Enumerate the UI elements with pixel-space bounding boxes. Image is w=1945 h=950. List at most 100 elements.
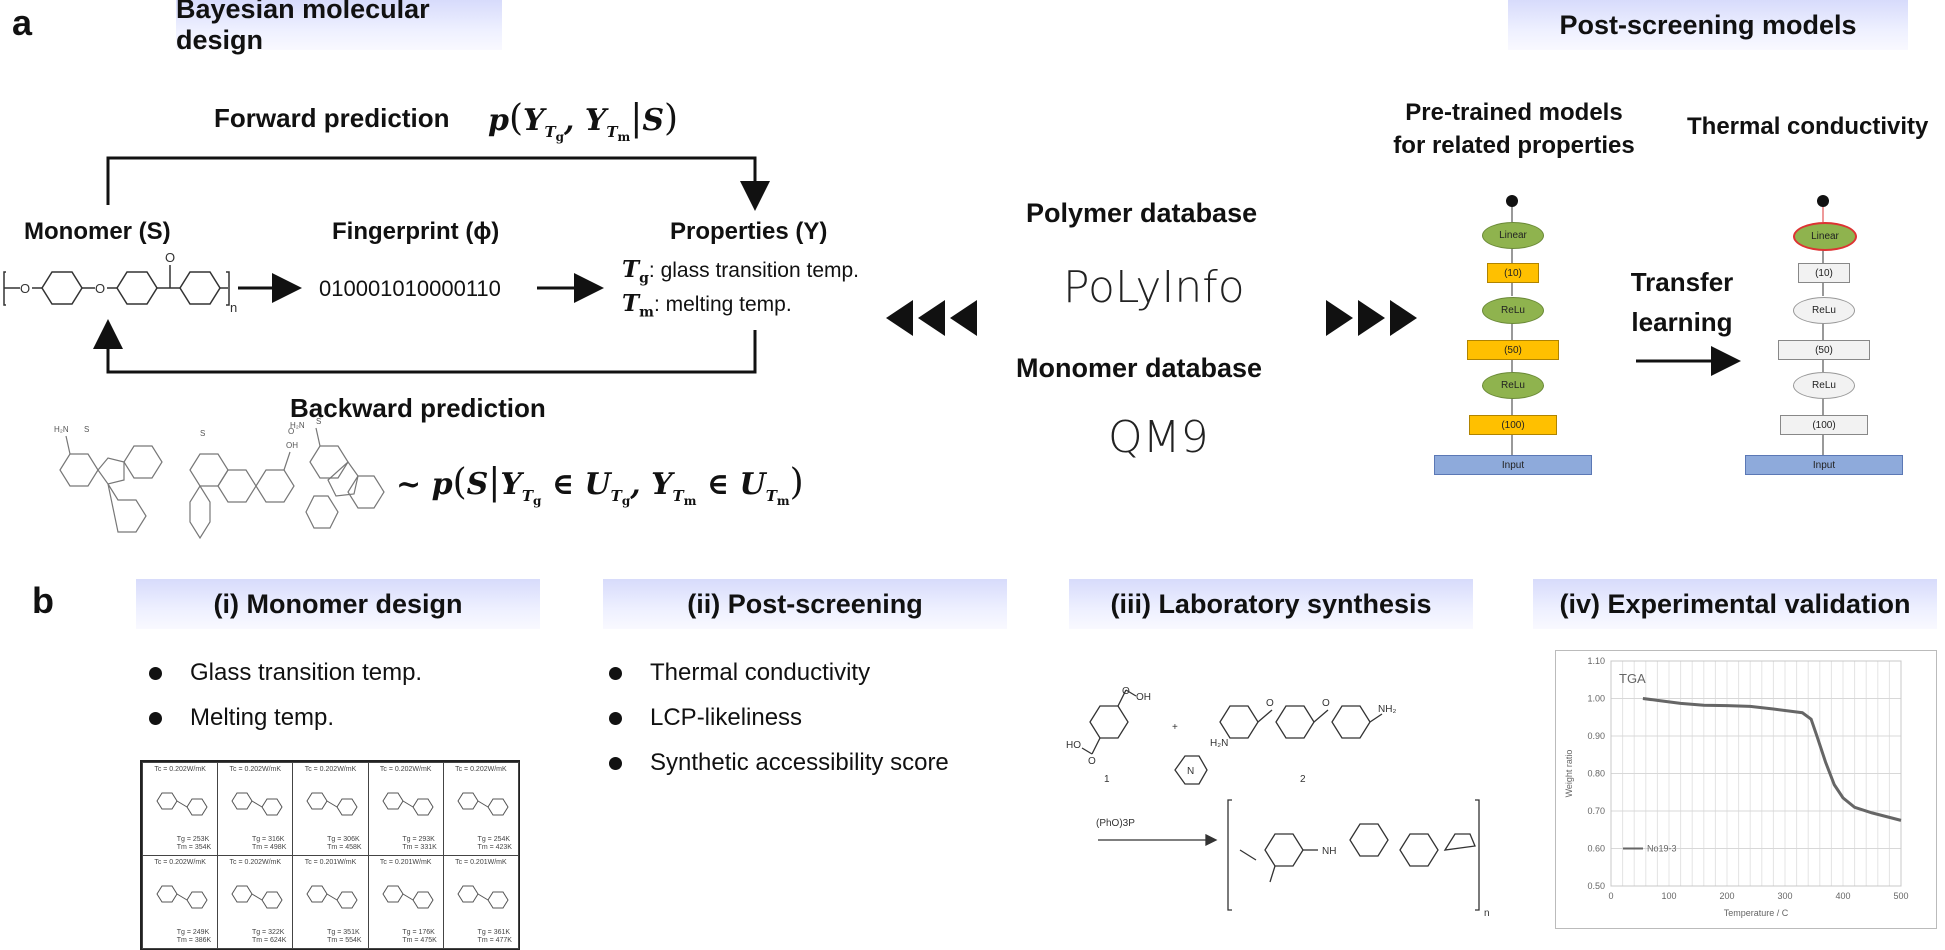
nn-left-layer-10: (10) xyxy=(1487,263,1539,283)
svg-text:O: O xyxy=(20,281,30,296)
nn-output-node-right xyxy=(1817,195,1829,207)
tga-x-tick-label: 0 xyxy=(1608,891,1613,901)
monomer-grid-structure xyxy=(382,792,434,816)
panel-letter-b: b xyxy=(32,580,54,621)
tga-y-tick-label: 1.10 xyxy=(1587,656,1605,666)
property-tm: Tm: melting temp. xyxy=(622,290,792,321)
nn-output-node-left xyxy=(1506,195,1518,207)
svg-text:O: O xyxy=(1322,698,1330,709)
design-bullet-text: Melting temp. xyxy=(190,704,335,731)
svg-text:O: O xyxy=(288,427,294,436)
thermal-conductivity-label: Thermal conductivity xyxy=(1687,113,1929,140)
amide-nh-label: NH xyxy=(1322,846,1336,857)
nn-left-relu-1: ReLu xyxy=(1482,297,1544,324)
svg-text:O: O xyxy=(95,281,105,296)
pretrained-models-label: Pre-trained models for related propertie… xyxy=(1382,96,1646,162)
svg-text:S: S xyxy=(200,429,205,438)
nn-left-layer-50: (50) xyxy=(1467,340,1559,360)
tga-title: TGA xyxy=(1619,671,1646,686)
svg-text:O: O xyxy=(1088,756,1096,767)
svg-text:H₂N: H₂N xyxy=(54,425,69,434)
transfer-learning-label: Transfer learning xyxy=(1626,262,1738,342)
svg-text:O: O xyxy=(165,250,175,265)
backward-prediction-formula: ~ p(S|YTg ∈ UTg, YTm ∈ UTm) xyxy=(396,462,804,508)
transfer-label-line2: learning xyxy=(1631,307,1733,337)
plus-sign: + xyxy=(1172,722,1178,733)
nn-right-layer-50: (50) xyxy=(1778,340,1870,360)
forward-prediction-formula: p(YTg, YTm|S) xyxy=(488,98,679,144)
polymer-repeat-unit-structure: O O O n xyxy=(3,250,237,315)
banner-experimental-validation: (iv) Experimental validation xyxy=(1533,579,1937,629)
nn-right-input: Input xyxy=(1745,455,1903,475)
svg-text:OH: OH xyxy=(286,441,298,450)
screening-bullet-1: Thermal conductivity xyxy=(609,659,870,687)
tga-x-tick-label: 500 xyxy=(1893,891,1908,901)
monomer-grid-structure xyxy=(306,792,358,816)
monomer-grid-tc: Tc = 0.202W/mK xyxy=(154,859,206,866)
tga-legend-label: No19-3 xyxy=(1647,844,1677,854)
triple-arrow-right xyxy=(1326,300,1417,336)
tga-x-axis-label: Temperature / C xyxy=(1724,908,1789,918)
tga-y-tick-label: 0.50 xyxy=(1587,881,1605,891)
monomer-grid-tc: Tc = 0.202W/mK xyxy=(455,766,507,773)
pretrained-label-line2: for related properties xyxy=(1393,132,1635,159)
design-bullet-text: Glass transition temp. xyxy=(190,659,423,686)
monomer-grid-structure xyxy=(457,885,509,909)
screening-bullet-3: Synthetic accessibility score xyxy=(609,749,949,777)
svg-text:HO: HO xyxy=(1066,740,1081,751)
design-bullet-2: Melting temp. xyxy=(149,704,334,732)
bullet-dot xyxy=(609,756,622,770)
monomer-grid-tc: Tc = 0.201W/mK xyxy=(455,859,507,866)
svg-text:S: S xyxy=(84,425,89,434)
backward-arrow xyxy=(93,319,757,374)
nn-left-layer-100: (100) xyxy=(1469,415,1557,435)
svg-text:H₂N: H₂N xyxy=(1210,738,1228,749)
tga-y-axis-label: Weight ratio xyxy=(1564,750,1574,798)
triple-arrow-left xyxy=(886,300,977,336)
screening-bullet-text: Thermal conductivity xyxy=(650,659,871,686)
tga-plot-area xyxy=(1610,660,1902,887)
candidate-molecules xyxy=(59,427,385,540)
monomer-database-label: Monomer database xyxy=(1016,353,1263,383)
compound-1-label: 1 xyxy=(1104,774,1110,785)
reagent-label: (PhO)3P xyxy=(1096,818,1135,829)
monomer-grid-tc: Tc = 0.202W/mK xyxy=(154,766,206,773)
monomer-grid-structure xyxy=(156,792,208,816)
backward-prediction-label: Backward prediction xyxy=(290,393,546,423)
screening-bullet-text: Synthetic accessibility score xyxy=(650,749,949,776)
tga-x-tick-label: 100 xyxy=(1661,891,1676,901)
svg-text:H₂N: H₂N xyxy=(290,421,305,430)
banner-monomer-design: (i) Monomer design xyxy=(136,579,540,629)
tga-y-tick-label: 0.90 xyxy=(1587,731,1605,741)
nn-left-linear: Linear xyxy=(1482,222,1544,249)
tga-y-tick-label: 0.80 xyxy=(1587,769,1605,779)
pretrained-label-line1: Pre-trained models xyxy=(1405,99,1623,126)
svg-text:O: O xyxy=(1122,686,1130,697)
bullet-dot xyxy=(149,711,162,725)
tga-x-tick-label: 400 xyxy=(1835,891,1850,901)
tga-y-tick-label: 0.60 xyxy=(1587,844,1605,854)
nn-right-relu-1: ReLu xyxy=(1793,297,1855,324)
svg-text:O: O xyxy=(1266,698,1274,709)
compound-2-label: 2 xyxy=(1300,774,1306,785)
banner-post-screening-models: Post-screening models xyxy=(1508,0,1908,50)
monomer-grid-tc: Tc = 0.202W/mK xyxy=(229,859,282,866)
forward-arrow xyxy=(106,156,770,211)
polymer-database-label: Polymer database xyxy=(1026,198,1258,228)
monomer-grid-tc: Tc = 0.202W/mK xyxy=(379,766,432,773)
